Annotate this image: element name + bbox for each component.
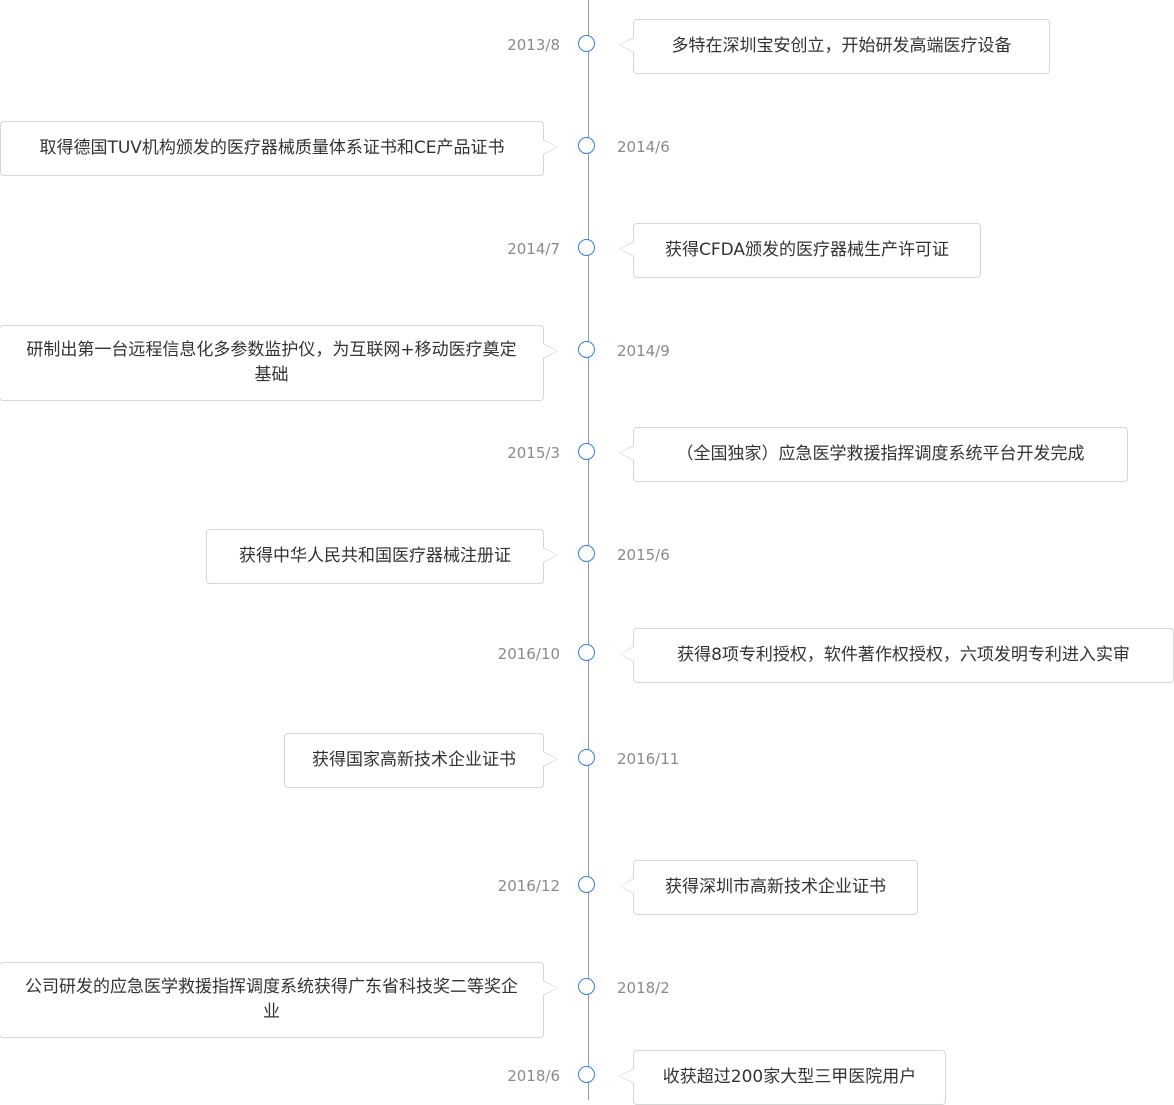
event-text: 获得深圳市高新技术企业证书: [665, 877, 886, 897]
event-text: 公司研发的应急医学救援指挥调度系统获得广东省科技奖二等奖企业: [25, 977, 518, 1022]
event-text: 获得中华人民共和国医疗器械注册证: [239, 546, 511, 566]
card-pointer-icon: [619, 1068, 634, 1084]
event-date: 2014/6: [617, 138, 670, 156]
event-date: 2015/3: [507, 444, 560, 462]
timeline-node-icon[interactable]: [578, 545, 595, 562]
timeline-node-icon[interactable]: [578, 443, 595, 460]
event-text: 获得国家高新技术企业证书: [312, 750, 516, 770]
event-date: 2013/8: [507, 36, 560, 54]
event-card: 获得中华人民共和国医疗器械注册证: [206, 529, 558, 584]
event-card: 取得德国TUV机构颁发的医疗器械质量体系证书和CE产品证书: [0, 121, 558, 176]
card-pointer-icon: [543, 980, 558, 996]
event-card: 公司研发的应急医学救援指挥调度系统获得广东省科技奖二等奖企业: [0, 962, 558, 1038]
event-card: 收获超过200家大型三甲医院用户: [619, 1050, 946, 1105]
timeline-node-icon[interactable]: [578, 876, 595, 893]
timeline-node-icon[interactable]: [578, 978, 595, 995]
event-card: 多特在深圳宝安创立，开始研发高端医疗设备: [619, 19, 1050, 74]
event-card: 获得国家高新技术企业证书: [284, 733, 558, 788]
event-text: 获得8项专利授权，软件著作权授权，六项发明专利进入实审: [677, 645, 1130, 665]
event-card: 获得CFDA颁发的医疗器械生产许可证: [619, 223, 981, 278]
event-card: （全国独家）应急医学救援指挥调度系统平台开发完成: [619, 427, 1128, 482]
card-pointer-icon: [543, 751, 558, 767]
event-date: 2016/10: [497, 645, 560, 663]
timeline-node-icon[interactable]: [578, 137, 595, 154]
event-date: 2014/7: [507, 240, 560, 258]
card-pointer-icon: [619, 37, 634, 53]
event-date: 2018/2: [617, 979, 670, 997]
timeline-node-icon[interactable]: [578, 239, 595, 256]
card-pointer-icon: [619, 241, 634, 257]
event-date: 2016/11: [617, 750, 680, 768]
event-text: 研制出第一台远程信息化多参数监护仪，为互联网+移动医疗奠定基础: [26, 340, 517, 385]
card-pointer-icon: [543, 343, 558, 359]
timeline-node-icon[interactable]: [578, 644, 595, 661]
card-pointer-icon: [619, 646, 634, 662]
card-pointer-icon: [543, 547, 558, 563]
event-text: 多特在深圳宝安创立，开始研发高端医疗设备: [671, 36, 1012, 56]
timeline-node-icon[interactable]: [578, 749, 595, 766]
event-text: （全国独家）应急医学救援指挥调度系统平台开发完成: [676, 444, 1085, 464]
card-pointer-icon: [619, 878, 634, 894]
timeline-node-icon[interactable]: [578, 35, 595, 52]
event-card: 研制出第一台远程信息化多参数监护仪，为互联网+移动医疗奠定基础: [0, 325, 558, 401]
card-pointer-icon: [619, 445, 634, 461]
timeline-node-icon[interactable]: [578, 1066, 595, 1083]
event-card: 获得8项专利授权，软件著作权授权，六项发明专利进入实审: [619, 628, 1174, 683]
event-card: 获得深圳市高新技术企业证书: [619, 860, 918, 915]
event-text: 获得CFDA颁发的医疗器械生产许可证: [664, 240, 950, 260]
event-date: 2015/6: [617, 546, 670, 564]
event-date: 2016/12: [497, 877, 560, 895]
card-pointer-icon: [543, 139, 558, 155]
timeline-node-icon[interactable]: [578, 341, 595, 358]
event-date: 2014/9: [617, 342, 670, 360]
event-date: 2018/6: [507, 1067, 560, 1085]
event-text: 收获超过200家大型三甲医院用户: [662, 1067, 917, 1087]
event-text: 取得德国TUV机构颁发的医疗器械质量体系证书和CE产品证书: [39, 138, 505, 158]
